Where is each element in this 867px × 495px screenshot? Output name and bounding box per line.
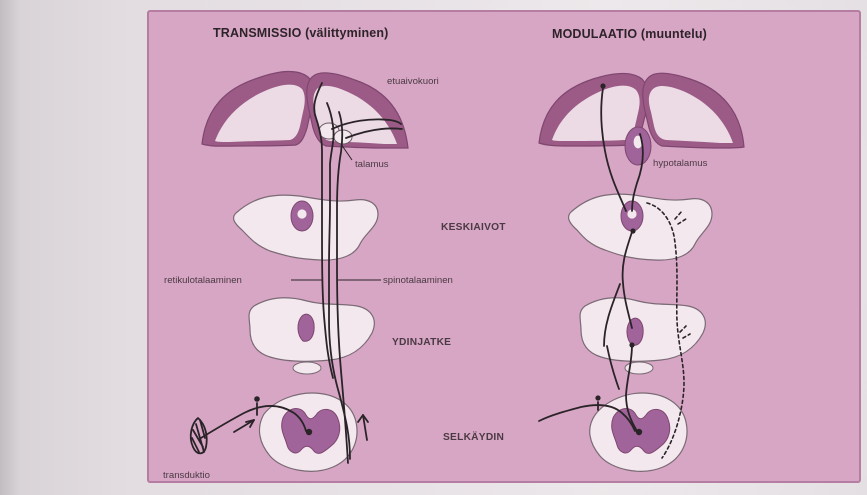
left-midbrain-core-light [297,209,306,218]
left-spinal-center-dot [306,429,312,435]
label-spinotalaaminen: spinotalaaminen [383,275,453,286]
left-header: TRANSMISSIO (välittyminen) [213,26,388,40]
left-peripheral-dot [254,396,260,402]
label-keskiaivot: KESKIAIVOT [441,222,506,233]
right-medulla-dot [629,342,634,347]
right-midbrain-dot [630,228,635,233]
right-medulla-core [627,318,643,345]
right-peripheral-dot [595,395,600,400]
left-medulla-lower-lobe [293,362,321,374]
right-header: MODULAATIO (muuntelu) [552,27,707,41]
label-ydinjatke: YDINJATKE [392,337,451,348]
left-medulla-core [298,314,314,341]
label-hypotalamus: hypotalamus [653,158,708,169]
label-selkaydin: SELKÄYDIN [443,430,504,443]
right-cortex-dot [600,83,605,88]
label-transduktio: transduktio [163,470,210,481]
label-retikulotalaaminen: retikulotalaaminen [164,275,242,286]
label-etuaivokuori: etuaivokuori [387,76,439,87]
label-talamus: talamus [355,159,389,170]
